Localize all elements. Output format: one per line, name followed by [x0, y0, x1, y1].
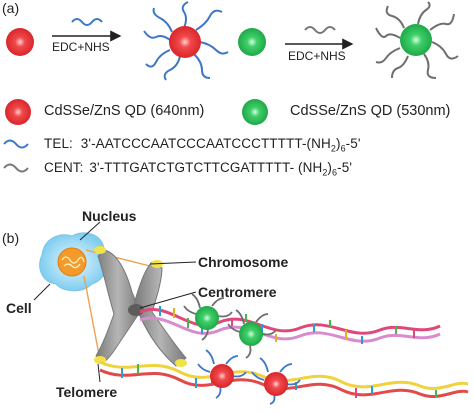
- centromere-pointer: [139, 291, 197, 309]
- telomere-tip: [175, 359, 187, 367]
- tel-sub2: 6: [340, 143, 346, 154]
- red-qd-tel-conjugate: [143, 1, 229, 81]
- cent-mid: ): [327, 160, 333, 175]
- red-qd-probe: [251, 357, 301, 405]
- chromosome: [94, 246, 187, 367]
- green-qd-probe: [227, 309, 277, 359]
- tel-sequence: TEL: 3'-AATCCCAATCCCAATCCCTTTTT-(NH2)6-5…: [44, 136, 361, 154]
- legend-cent-strand: [3, 163, 29, 173]
- telomere-pointer: [97, 363, 101, 383]
- green-qd-cent-conjugate: [375, 1, 459, 79]
- zoom-line-bottom: [83, 275, 101, 361]
- green-qd-probe: [183, 293, 233, 341]
- chromosome-pointer: [149, 261, 197, 265]
- nucleus-dna: [61, 256, 85, 269]
- tel-prefix: TEL:: [44, 136, 73, 151]
- centromere-dna: [139, 306, 441, 344]
- tel-strand-above-arrow: [71, 18, 103, 26]
- telomere-label: Telomere: [56, 384, 118, 400]
- tel-sub: 2: [330, 143, 336, 154]
- reagent-label-right: EDC+NHS: [288, 49, 346, 63]
- cent-end: -5': [337, 160, 353, 175]
- tel-mid: ): [335, 136, 341, 151]
- green-qd-label: CdSSe/ZnS QD (530nm): [290, 103, 451, 119]
- tel-end: -5': [345, 136, 361, 151]
- cent-seq: 3'-TTTGATCTGTCTTCGATTTTT- (NH: [89, 160, 323, 175]
- cell-label: Cell: [6, 300, 32, 316]
- panel-a-label: (a): [2, 0, 20, 16]
- chromosome-label: Chromosome: [198, 254, 289, 270]
- red-qd-probe: [197, 349, 247, 399]
- reagent-label-left: EDC+NHS: [52, 40, 110, 54]
- cent-sub2: 6: [332, 167, 338, 178]
- legend-red-qd: [5, 99, 31, 125]
- green-qd-bare: [238, 28, 266, 56]
- telomere-tip: [94, 246, 106, 254]
- legend-tel-strand: [3, 139, 29, 149]
- centromere-label: Centromere: [198, 284, 277, 300]
- nucleus-label: Nucleus: [82, 208, 137, 224]
- nucleus-pointer: [79, 221, 101, 241]
- cell-pointer: [33, 283, 51, 301]
- cent-sequence: CENT: 3'-TTTGATCTGTCTTCGATTTTT- (NH2)6-5…: [44, 160, 352, 178]
- cent-strand-above-arrow: [304, 26, 336, 34]
- legend-green-qd: [242, 99, 268, 125]
- red-qd-bare: [6, 28, 34, 56]
- cent-prefix: CENT:: [44, 160, 84, 175]
- tel-seq: 3'-AATCCCAATCCCAATCCCTTTTT-(NH: [80, 136, 331, 151]
- panel-b-label: (b): [2, 230, 20, 246]
- cent-sub: 2: [322, 167, 328, 178]
- telomere-dna: [99, 360, 469, 398]
- red-qd-label: CdSSe/ZnS QD (640nm): [44, 103, 205, 119]
